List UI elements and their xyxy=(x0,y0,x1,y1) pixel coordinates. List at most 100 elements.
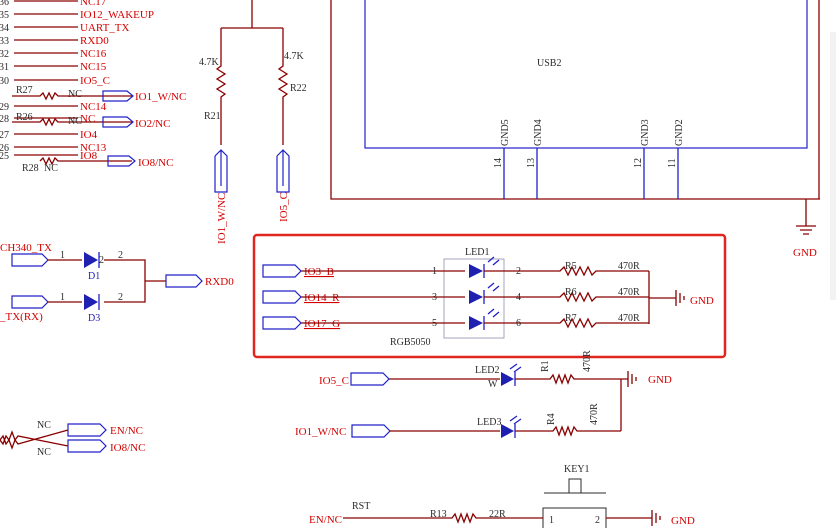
usb-pin-number: 11 xyxy=(667,158,678,168)
rgb-res-value: 470R xyxy=(618,261,640,272)
pin-number: 30 xyxy=(0,76,9,87)
r21-port-label[interactable]: IO1_W/NC xyxy=(216,193,228,244)
key-gnd-label: GND xyxy=(671,515,695,527)
rgb-led-icon xyxy=(469,264,483,278)
rgb-port-box xyxy=(262,316,302,330)
rgb-res-value: 470R xyxy=(618,313,640,324)
led3-net-label[interactable]: IO1_W/NC xyxy=(295,426,346,438)
d1-pin1: 1 xyxy=(60,250,65,261)
pin-net-label: IO12_WAKEUP xyxy=(80,9,154,21)
rgb-pin-in: 5 xyxy=(432,318,437,329)
usb-pin-number: 12 xyxy=(633,158,644,168)
rgb-pin-out: 6 xyxy=(516,318,521,329)
pin-number: 29 xyxy=(0,102,9,113)
pin-number: 26 xyxy=(0,143,9,154)
usb-pin-number: 13 xyxy=(526,158,537,168)
left-resistors: R27 NC IO1_W/NC R26 NC IO2/NC R28 NC IO8… xyxy=(12,85,186,174)
r26-nc-label: NC xyxy=(68,116,82,127)
led2-color: W xyxy=(488,379,498,390)
r21-value: 4.7K xyxy=(199,57,220,68)
highlight-box xyxy=(252,233,727,359)
r1-name: R1 xyxy=(540,360,551,372)
key-net-label[interactable]: EN/NC xyxy=(309,514,342,526)
pin-number: 36 xyxy=(0,0,9,8)
pin-number: 35 xyxy=(0,10,9,21)
r27-port-label[interactable]: IO1_W/NC xyxy=(135,91,186,103)
rgb-pin-out: 4 xyxy=(516,292,521,303)
r13-name: R13 xyxy=(430,509,447,520)
r22-port-label[interactable]: IO5_C xyxy=(278,192,290,222)
rgb-pin-in: 3 xyxy=(432,292,437,303)
r13-value: 22R xyxy=(489,509,506,520)
pin-net-label: NC17 xyxy=(80,0,107,8)
pin-number: 28 xyxy=(0,114,9,125)
d1-net-label: CH340_TX xyxy=(0,242,52,254)
pin-net-label: NC15 xyxy=(80,61,107,73)
rgb-gnd-label: GND xyxy=(690,295,714,307)
d3-name: D3 xyxy=(88,313,100,324)
r22-name: R22 xyxy=(290,83,307,94)
r4-name: R4 xyxy=(546,413,557,425)
pin-net-label: NC14 xyxy=(80,101,107,113)
usb-gnd-label: GND xyxy=(793,247,817,259)
d1-diode-icon xyxy=(84,252,98,268)
bottom-net2[interactable]: IO8/NC xyxy=(110,442,145,454)
r28-nc-label: NC xyxy=(44,163,58,174)
bottom-nc2: NC xyxy=(37,447,51,458)
pin-number: 31 xyxy=(0,62,9,73)
bottom-left-section: NC NC EN/NC IO8/NC xyxy=(0,420,145,458)
pin-net-label: RXD0 xyxy=(80,35,109,47)
pullup-resistors: 4.7K R21 4.7K R22 IO1_W/NC IO5_C xyxy=(199,0,307,244)
led1-name: LED1 xyxy=(465,247,489,258)
rgb-part-label: RGB5050 xyxy=(390,337,431,348)
key-rst-label: RST xyxy=(352,501,370,512)
pin-number: 34 xyxy=(0,23,9,34)
pin-net-label: NC16 xyxy=(80,48,107,60)
rgb-port-box xyxy=(262,290,302,304)
rgb-led-icon xyxy=(469,290,483,304)
bottom-nc1: NC xyxy=(37,420,51,431)
rgb-net-label[interactable]: IO14_R xyxy=(304,292,340,304)
rgb-led-icon xyxy=(469,316,483,330)
rxd0-label[interactable]: RXD0 xyxy=(205,276,234,288)
led2-name: LED2 xyxy=(475,365,499,376)
led3-icon xyxy=(501,424,514,438)
bottom-net1[interactable]: EN/NC xyxy=(110,425,143,437)
key1-name: KEY1 xyxy=(564,464,590,475)
usb-pin-label: GND2 xyxy=(674,119,685,146)
diode-section: CH340_TX 1 2 2 D1 _TX(RX) 1 2 D3 RXD0 xyxy=(0,242,234,324)
vertical-scrollbar[interactable] xyxy=(830,32,836,300)
led2-net-label[interactable]: IO5_C xyxy=(319,375,349,387)
pin-net-label: IO4 xyxy=(80,129,98,141)
r21-name: R21 xyxy=(204,111,221,122)
r27-nc-label: NC xyxy=(68,89,82,100)
d3-pin1: 1 xyxy=(60,292,65,303)
r1-value: 470R xyxy=(582,350,593,372)
rgb-net-label[interactable]: IO3_B xyxy=(304,266,334,278)
usb-pin-label: GND3 xyxy=(640,119,651,146)
pin-net-label: IO8 xyxy=(80,150,98,162)
pin-number: 32 xyxy=(0,49,9,60)
d3-pin2: 2 xyxy=(118,292,123,303)
r28-port-label[interactable]: IO8/NC xyxy=(138,157,173,169)
usb-pin-label: GND5 xyxy=(500,119,511,146)
rgb-net-label[interactable]: IO17_G xyxy=(304,318,340,330)
r28-label: R28 xyxy=(22,163,39,174)
rgb-res-name: R6 xyxy=(565,287,577,298)
rgb-pin-in: 1 xyxy=(432,266,437,277)
key1-pin2: 2 xyxy=(595,515,600,526)
led3-name: LED3 xyxy=(477,417,501,428)
led2-gnd-label: GND xyxy=(648,374,672,386)
d1-pin2-inner: 2 xyxy=(99,255,104,266)
usb-pin-number: 14 xyxy=(493,158,504,168)
pin-net-label: IO5_C xyxy=(80,75,110,87)
key1-switch[interactable] xyxy=(542,507,607,528)
r26-port-label[interactable]: IO2/NC xyxy=(135,118,170,130)
pin-number: 33 xyxy=(0,36,9,47)
d1-name: D1 xyxy=(88,271,100,282)
key1-pin1: 1 xyxy=(549,515,554,526)
